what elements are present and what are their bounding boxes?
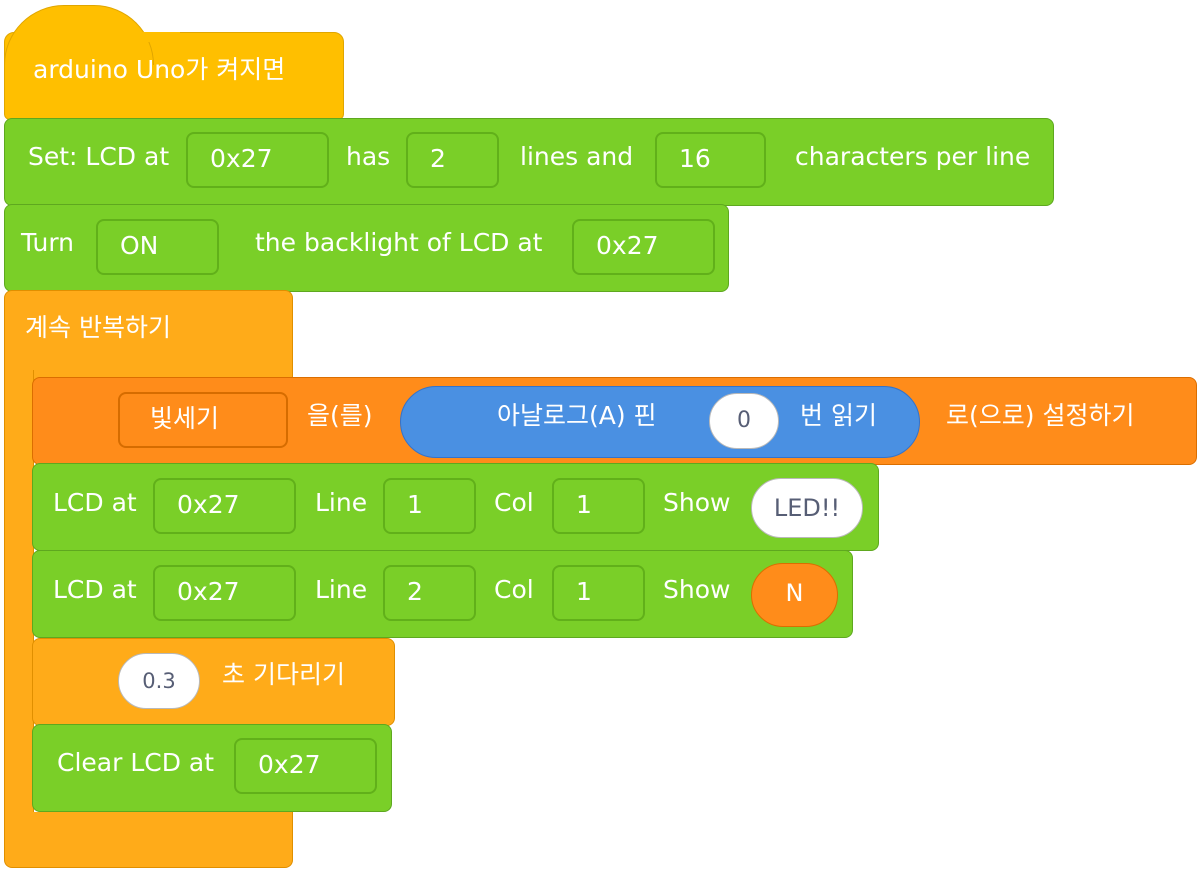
lcd-show-block-1[interactable] — [32, 463, 879, 551]
col-field[interactable]: 1 — [552, 565, 645, 621]
col-label: Col — [494, 488, 534, 517]
turn-label: Turn — [21, 228, 75, 257]
has-label: has — [346, 142, 391, 171]
lcd-address-field[interactable]: 0x27 — [186, 132, 329, 188]
forever-arm — [4, 370, 34, 820]
wait-label: 초 기다리기 — [222, 660, 345, 689]
pin-input[interactable]: 0 — [709, 393, 779, 449]
analog-pin-label: 아날로그(A) 핀 — [497, 401, 657, 430]
backlight-block[interactable] — [4, 204, 729, 292]
clear-lcd-label: Clear LCD at — [57, 748, 215, 777]
variable-reporter-n[interactable]: N — [751, 563, 838, 627]
lcd-at-label: LCD at — [53, 488, 137, 517]
lcd-at-label: LCD at — [53, 575, 137, 604]
lines-and-label: lines and — [520, 142, 634, 171]
clear-lcd-address-field[interactable]: 0x27 — [234, 738, 377, 794]
lines-field[interactable]: 2 — [406, 132, 499, 188]
col-field[interactable]: 1 — [552, 478, 645, 534]
show-text-input[interactable]: LED!! — [751, 478, 863, 538]
backlight-address-field[interactable]: 0x27 — [572, 219, 715, 275]
chars-field[interactable]: 16 — [655, 132, 766, 188]
line-label: Line — [315, 575, 368, 604]
lcd-show-block-2[interactable] — [32, 550, 853, 638]
line-label: Line — [315, 488, 368, 517]
lcd-setup-block[interactable] — [4, 118, 1054, 206]
set-variable-label: 로(으로) 설정하기 — [946, 401, 1135, 430]
hat-label: arduino Uno가 켜지면 — [33, 55, 286, 84]
show-label: Show — [663, 488, 731, 517]
lcd-show-address-field[interactable]: 0x27 — [153, 478, 296, 534]
show-label: Show — [663, 575, 731, 604]
analog-read-reporter[interactable] — [400, 386, 920, 458]
backlight-state-dropdown[interactable]: ON — [96, 219, 219, 275]
hat-cap-right — [120, 32, 180, 42]
read-label: 번 읽기 — [800, 401, 877, 430]
line-field[interactable]: 1 — [383, 478, 476, 534]
forever-bottom — [4, 812, 293, 868]
lcd-show-address-field[interactable]: 0x27 — [153, 565, 296, 621]
backlight-of-label: the backlight of LCD at — [255, 228, 543, 257]
chars-label: characters per line — [795, 142, 1031, 171]
col-label: Col — [494, 575, 534, 604]
wait-block[interactable] — [32, 638, 395, 726]
wait-seconds-input[interactable]: 0.3 — [118, 653, 200, 709]
variable-dropdown[interactable]: 빛세기 — [118, 392, 288, 448]
set-to-label: 을(를) — [307, 401, 373, 430]
set-lcd-label: Set: LCD at — [28, 142, 170, 171]
forever-block[interactable] — [4, 290, 293, 380]
line-field[interactable]: 2 — [383, 565, 476, 621]
forever-label: 계속 반복하기 — [25, 313, 171, 342]
